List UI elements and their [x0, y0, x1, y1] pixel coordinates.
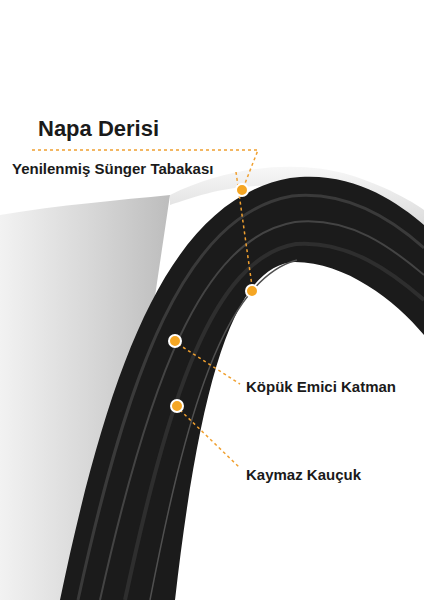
- leader-line: [178, 344, 240, 384]
- callout-dot: [171, 400, 183, 412]
- leader-lines: [32, 150, 258, 468]
- callout-label: Kaymaz Kauçuk: [246, 466, 361, 484]
- leader-line: [236, 172, 252, 286]
- layer-edge: [78, 195, 424, 600]
- callout-dot: [169, 335, 181, 347]
- callout-label: Yenilenmiş Sünger Tabakası: [12, 160, 213, 178]
- layer-edge: [100, 221, 424, 600]
- foam-layers: [60, 177, 424, 600]
- callout-label: Köpük Emici Katman: [246, 378, 396, 396]
- layer-edge: [125, 244, 424, 600]
- layer-edge: [150, 260, 297, 600]
- callout-dots: [169, 184, 258, 412]
- callout-dot: [246, 285, 258, 297]
- leader-line: [180, 410, 240, 468]
- callout-dot: [236, 184, 248, 196]
- callout-label: Napa Derisi: [38, 116, 159, 142]
